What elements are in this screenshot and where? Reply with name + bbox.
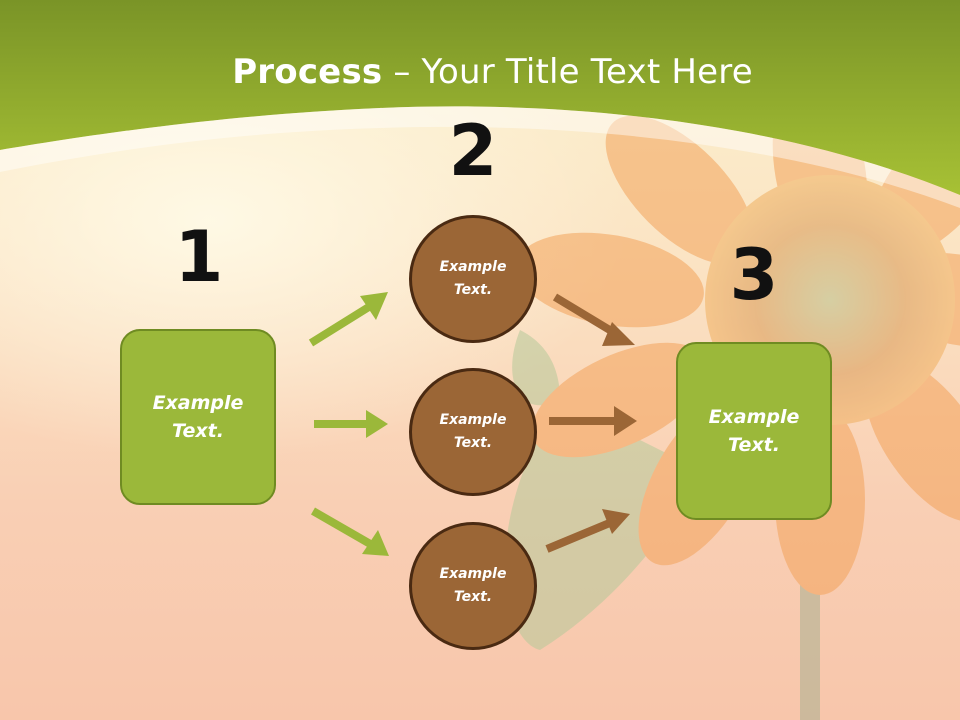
step-2-circle-middle: Example Text. xyxy=(409,368,537,496)
header-band xyxy=(0,0,960,195)
arrow-green-down xyxy=(311,507,389,556)
arrows-green xyxy=(308,292,389,556)
step-2-circle-top: Example Text. xyxy=(409,215,537,343)
header-swoosh xyxy=(0,106,960,208)
arrow-brown-middle xyxy=(549,406,637,436)
slide-title: Process – Your Title Text Here xyxy=(0,52,960,92)
arrow-brown-up xyxy=(545,509,630,553)
step-3-box: Example Text. xyxy=(676,342,832,520)
arrows-brown xyxy=(545,293,637,553)
title-rest: – Your Title Text Here xyxy=(382,52,753,92)
step-1-box: Example Text. xyxy=(120,329,276,505)
title-bold: Process xyxy=(232,52,383,92)
step-2-circle-bottom: Example Text. xyxy=(409,522,537,650)
arrow-green-middle xyxy=(314,410,388,438)
step-number-3: 3 xyxy=(729,234,779,316)
arrow-green-up xyxy=(308,292,388,347)
step-number-2: 2 xyxy=(448,110,498,192)
arrow-brown-down xyxy=(552,293,635,346)
flower-leaf-small xyxy=(512,330,560,406)
step-number-1: 1 xyxy=(174,216,224,298)
